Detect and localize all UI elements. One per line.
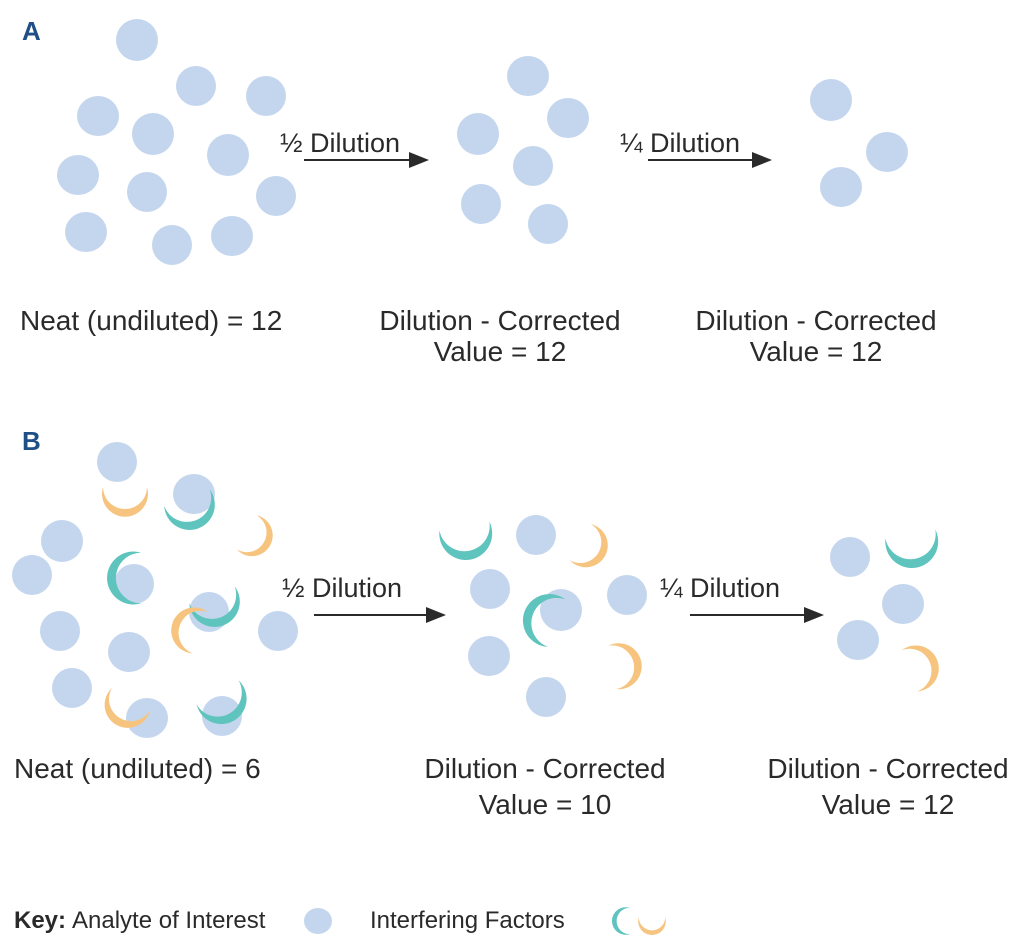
interfering-factor-orange [569, 523, 616, 576]
analyte-dot [820, 167, 862, 207]
analyte-dot [461, 184, 501, 224]
analyte-dot [526, 677, 566, 717]
analyte-dot [468, 636, 510, 676]
analyte-dot [540, 589, 582, 631]
analyte-dot [116, 19, 158, 61]
analyte-dot [866, 132, 908, 172]
analyte-dot [516, 515, 556, 555]
panel-a-mid-cluster [457, 56, 589, 244]
panel-b-step1-label: ½ Dilution [282, 573, 402, 603]
analyte-dot [246, 76, 286, 116]
analyte-dot [837, 620, 879, 660]
analyte-dot [176, 66, 216, 106]
analyte-dot [132, 113, 174, 155]
key-legend: Key: Analyte of Interest Interfering Fac… [14, 907, 666, 936]
interfering-factor-orange [608, 639, 646, 691]
panel-b-caption-mid-line2: Value = 10 [479, 789, 612, 820]
analyte-dot [547, 98, 589, 138]
analyte-dot [152, 225, 192, 265]
panel-a-letter: A [22, 16, 41, 46]
key-analyte-label: Analyte of Interest [72, 907, 266, 934]
panel-a-caption-mid-line2: Value = 12 [434, 336, 567, 367]
key-title: Key: [14, 907, 66, 934]
interfering-orange-key-icon [638, 917, 666, 936]
analyte-dot [607, 575, 647, 615]
analyte-dot [830, 537, 870, 577]
analyte-dot [108, 632, 150, 672]
analyte-dot [211, 216, 253, 256]
analyte-dot [202, 696, 242, 736]
analyte-dot [57, 155, 99, 195]
panel-a: A ½ Dilution ¼ D [20, 16, 937, 367]
analyte-dot [457, 113, 499, 155]
panel-a-caption-neat: Neat (undiluted) = 12 [20, 305, 282, 336]
analyte-dot [507, 56, 549, 96]
panel-a-step2-arrow: ¼ Dilution [620, 128, 772, 168]
panel-b: B [12, 426, 1009, 820]
analyte-dot [77, 96, 119, 136]
panel-a-step1-label: ½ Dilution [280, 128, 400, 158]
panel-a-right-cluster [810, 79, 908, 207]
panel-b-letter: B [22, 426, 41, 456]
interfering-factor-teal [438, 521, 497, 565]
interfering-factor-orange [102, 487, 148, 517]
panel-b-step2-label: ¼ Dilution [660, 573, 780, 603]
analyte-key-icon [304, 908, 332, 934]
interfering-teal-key-icon [611, 907, 630, 935]
panel-b-caption-mid-line1: Dilution - Corrected [424, 753, 665, 784]
analyte-dot [207, 134, 249, 176]
analyte-dot [258, 611, 298, 651]
interfering-factor-orange [901, 638, 946, 693]
interfering-factor-teal [884, 529, 943, 573]
analyte-dot [470, 569, 510, 609]
panel-a-neat-cluster [57, 19, 296, 265]
panel-b-caption-neat: Neat (undiluted) = 6 [14, 753, 261, 784]
analyte-dot [52, 668, 92, 708]
panel-b-step2-arrow: ¼ Dilution [660, 573, 824, 623]
interfering-factor-orange [236, 514, 281, 564]
panel-a-caption-right-line1: Dilution - Corrected [695, 305, 936, 336]
analyte-dot [513, 146, 553, 186]
analyte-dot [12, 555, 52, 595]
analyte-dot [528, 204, 568, 244]
analyte-dot [65, 212, 107, 252]
analyte-dot [41, 520, 83, 562]
panel-a-step2-label: ¼ Dilution [620, 128, 740, 158]
panel-b-right-cluster [830, 529, 946, 693]
panel-a-caption-right-line2: Value = 12 [750, 336, 883, 367]
analyte-dot [97, 442, 137, 482]
panel-a-step1-arrow: ½ Dilution [280, 128, 429, 168]
panel-b-mid-cluster [438, 515, 647, 717]
key-interfering-label: Interfering Factors [370, 907, 565, 934]
analyte-dot [40, 611, 80, 651]
analyte-dot [256, 176, 296, 216]
panel-b-step1-arrow: ½ Dilution [282, 573, 446, 623]
analyte-dot [127, 172, 167, 212]
analyte-dot [114, 564, 154, 604]
panel-b-neat-cluster [12, 442, 298, 738]
panel-a-caption-mid-line1: Dilution - Corrected [379, 305, 620, 336]
panel-b-caption-right-line2: Value = 12 [822, 789, 955, 820]
analyte-dot [126, 698, 168, 738]
analyte-dot [173, 474, 215, 514]
analyte-dot [882, 584, 924, 624]
analyte-dot [810, 79, 852, 121]
panel-b-caption-right-line1: Dilution - Corrected [767, 753, 1008, 784]
